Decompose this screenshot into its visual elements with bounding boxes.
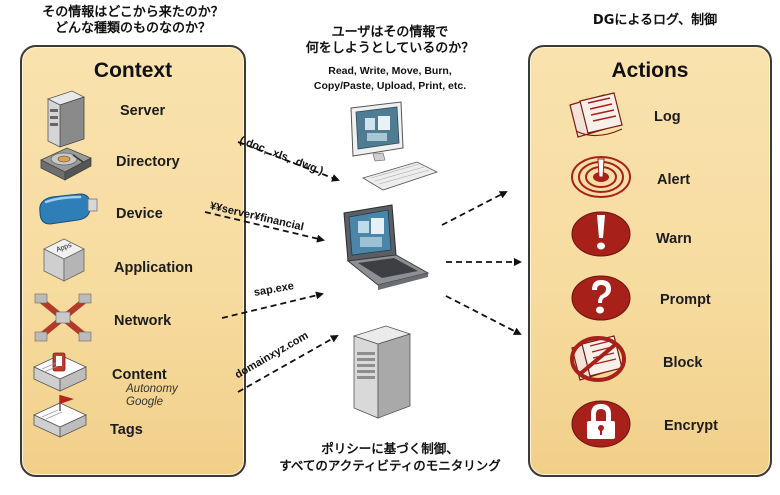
- question-user-line-2: 何をしようとしているのか？: [305, 41, 475, 56]
- question-user-caption: ユーザはその情報で 何をしようとしているのか？: [275, 25, 505, 57]
- user-actions-caption: Read, Write, Move, Burn, Copy/Paste, Upl…: [275, 64, 505, 94]
- context-item-content: Content: [112, 367, 167, 383]
- network-icon: [34, 293, 92, 342]
- policy-monitoring-line-2: すべてのアクティビティのモニタリング: [279, 458, 501, 473]
- context-item-server: Server: [120, 103, 166, 119]
- context-item-device: Device: [116, 206, 163, 222]
- usb-stick-icon: [39, 193, 98, 225]
- user-actions-line-1: Read, Write, Move, Burn,: [328, 65, 452, 77]
- action-item-block: Block: [663, 355, 703, 371]
- action-item-alert: Alert: [657, 172, 691, 188]
- action-item-warn: Warn: [656, 231, 692, 247]
- encrypt-lock-icon: [571, 400, 631, 448]
- question-source-line-2: どんな種類のものなのか？: [54, 21, 211, 36]
- tower-server-icon: [352, 325, 412, 419]
- document-stack-icon: [33, 352, 87, 392]
- question-source-caption: その情報はどこから来たのか？ どんな種類のものなのか？: [8, 5, 258, 37]
- block-documents-icon: [570, 335, 626, 382]
- policy-monitoring-caption: ポリシーに基づく制御、 すべてのアクティビティのモニタリング: [240, 440, 540, 474]
- context-panel: Context Server Directory Device Apps App…: [20, 45, 246, 477]
- warn-exclamation-icon: [571, 211, 631, 257]
- policy-monitoring-line-1: ポリシーに基づく制御、: [321, 441, 459, 456]
- context-item-network: Network: [114, 313, 172, 329]
- hard-drive-icon: [40, 147, 92, 181]
- content-source-autonomy: Autonomy: [126, 383, 178, 395]
- server-icon: [46, 90, 86, 148]
- context-item-application: Application: [114, 260, 193, 276]
- content-source-google: Google: [126, 396, 164, 408]
- context-panel-title: Context: [93, 59, 173, 82]
- laptop-computer-icon: [343, 204, 430, 290]
- question-user-line-1: ユーザはその情報で: [331, 25, 449, 40]
- alert-signal-icon: [571, 156, 631, 198]
- context-item-tags: Tags: [110, 422, 143, 438]
- actions-panel: Actions Log Alert Warn Prompt: [528, 45, 772, 477]
- prompt-question-icon: [571, 275, 631, 321]
- question-source-line-1: その情報はどこから来たのか？: [42, 5, 224, 20]
- actions-panel-title: Actions: [611, 59, 689, 82]
- tagged-document-icon: [33, 395, 87, 438]
- action-item-prompt: Prompt: [660, 292, 711, 308]
- action-item-encrypt: Encrypt: [664, 418, 718, 434]
- context-item-directory: Directory: [116, 154, 180, 170]
- dg-control-caption: DGによるログ、制御: [592, 13, 718, 28]
- user-actions-line-2: Copy/Paste, Upload, Print, etc.: [313, 80, 467, 92]
- apps-key-icon: Apps: [43, 238, 85, 282]
- log-documents-icon: [569, 92, 623, 138]
- action-item-log: Log: [654, 109, 681, 125]
- desktop-computer-icon: [350, 101, 439, 191]
